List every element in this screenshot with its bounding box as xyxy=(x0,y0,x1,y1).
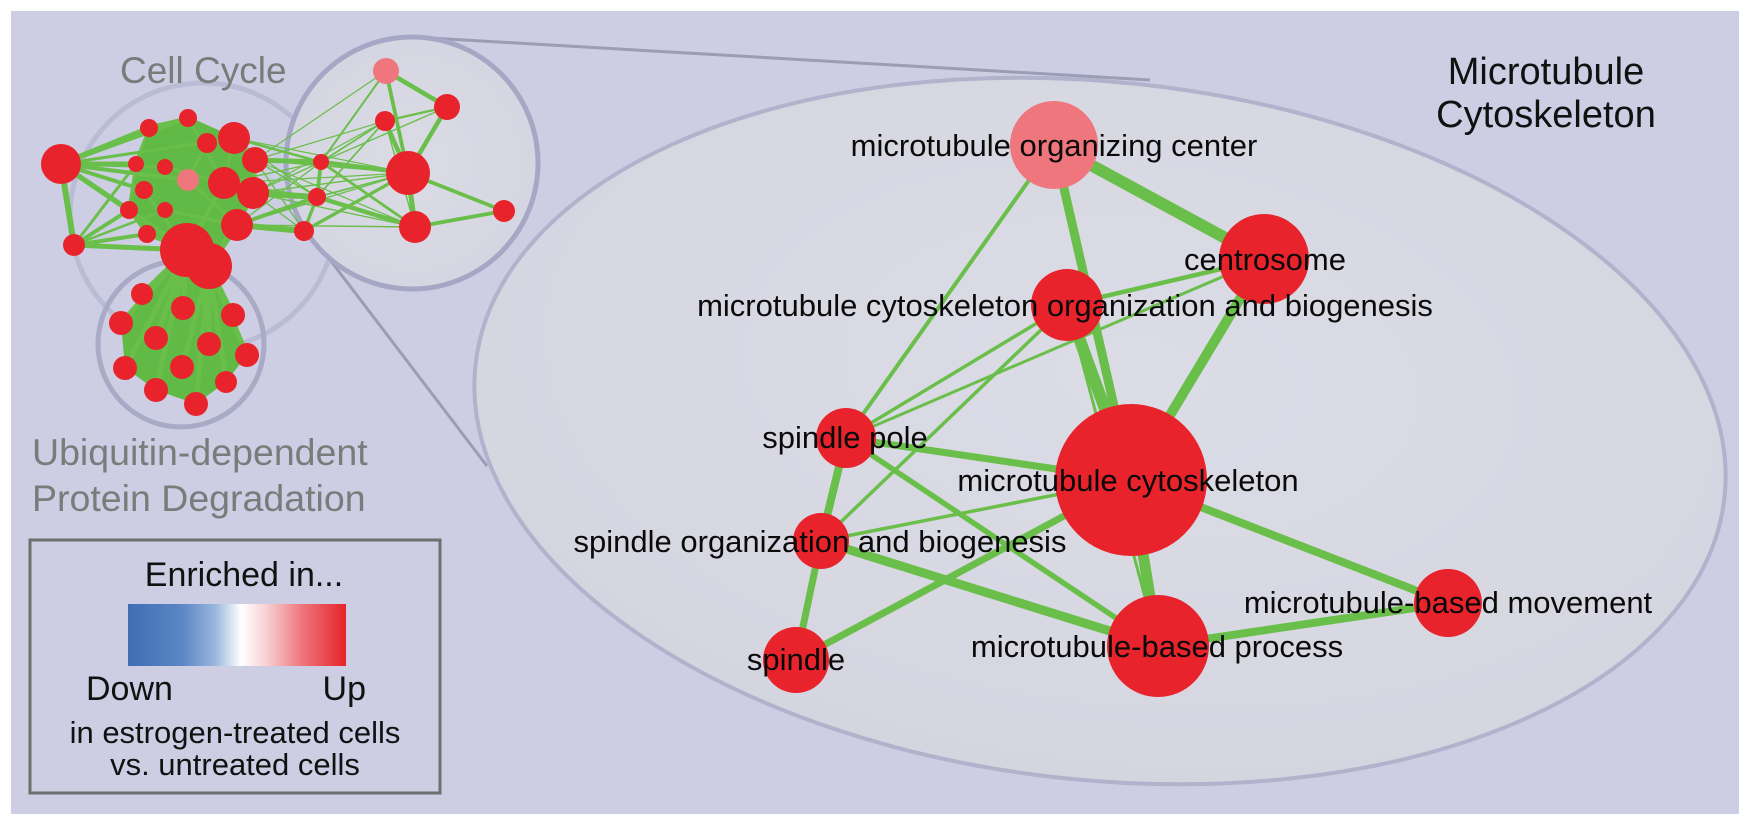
svg-text:microtubule organizing center: microtubule organizing center xyxy=(851,128,1258,163)
svg-text:Enriched in...: Enriched in... xyxy=(145,556,343,594)
svg-text:centrosome: centrosome xyxy=(1184,242,1346,277)
svg-text:vs. untreated cells: vs. untreated cells xyxy=(110,747,360,782)
svg-text:Ubiquitin-dependent: Ubiquitin-dependent xyxy=(32,431,368,473)
svg-text:in estrogen-treated cells: in estrogen-treated cells xyxy=(70,715,401,750)
svg-text:Up: Up xyxy=(323,670,366,708)
svg-text:Down: Down xyxy=(86,670,173,708)
svg-text:Cell Cycle: Cell Cycle xyxy=(120,50,287,91)
svg-text:Cytoskeleton: Cytoskeleton xyxy=(1436,94,1656,136)
svg-text:microtubule-based process: microtubule-based process xyxy=(971,629,1343,664)
svg-text:spindle pole: spindle pole xyxy=(762,420,927,455)
svg-text:microtubule cytoskeleton: microtubule cytoskeleton xyxy=(957,463,1298,498)
svg-text:Microtubule: Microtubule xyxy=(1448,51,1644,93)
svg-text:spindle: spindle xyxy=(747,642,845,677)
svg-text:Protein Degradation: Protein Degradation xyxy=(32,477,366,519)
svg-text:microtubule cytoskeleton organ: microtubule cytoskeleton organization an… xyxy=(697,288,1433,323)
svg-text:spindle organization and bioge: spindle organization and biogenesis xyxy=(574,524,1067,559)
svg-text:microtubule-based movement: microtubule-based movement xyxy=(1244,585,1653,620)
